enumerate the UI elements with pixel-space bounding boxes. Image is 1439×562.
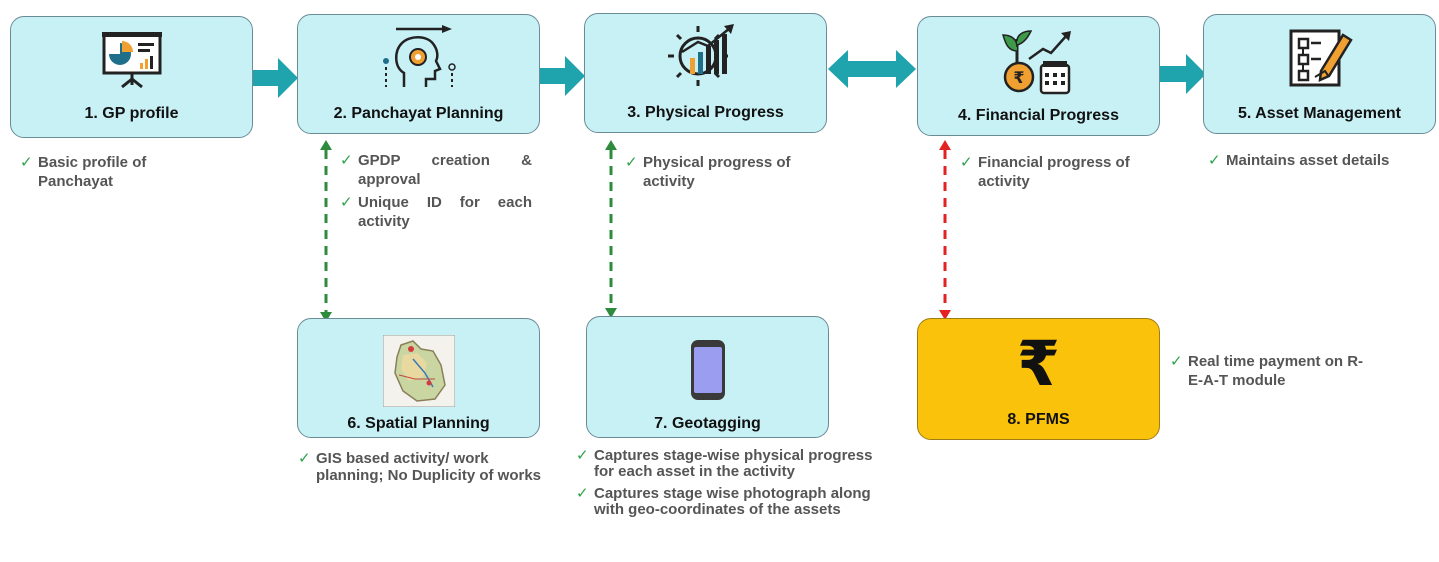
box-label: 1. GP profile bbox=[84, 105, 179, 122]
smartphone-icon bbox=[690, 340, 725, 400]
box-physical-progress: 3. Physical Progress bbox=[584, 13, 827, 133]
checklist-pen-icon bbox=[1289, 29, 1353, 87]
money-growth-icon: ₹ bbox=[1001, 30, 1071, 95]
flow-arrow-1-2 bbox=[252, 58, 298, 98]
link-2-6 bbox=[320, 140, 332, 322]
box-financial-progress: ₹ 4. Financial Progress bbox=[917, 16, 1160, 136]
desc-physical-progress: ✓Physical progress of activity bbox=[625, 154, 791, 190]
box-label: 3. Physical Progress bbox=[627, 104, 784, 121]
box-label: 7. Geotagging bbox=[654, 415, 761, 432]
flow-arrow-3-4 bbox=[828, 50, 916, 88]
checkmark-icon: ✓ bbox=[576, 447, 589, 464]
box-label: 6. Spatial Planning bbox=[347, 415, 490, 432]
flow-arrow-2-3 bbox=[539, 56, 585, 96]
checkmark-icon: ✓ bbox=[298, 450, 311, 467]
box-label: 8. PFMS bbox=[1007, 411, 1070, 428]
svg-text:₹: ₹ bbox=[1013, 68, 1024, 87]
box-gp-profile: 1. GP profile bbox=[10, 16, 253, 138]
gis-map-thumbnail-icon bbox=[382, 335, 455, 407]
desc-asset-management: ✓Maintains asset details bbox=[1208, 152, 1390, 169]
checkmark-icon: ✓ bbox=[625, 154, 638, 171]
rupee-symbol-icon: ₹ bbox=[1016, 327, 1061, 400]
checkmark-icon: ✓ bbox=[20, 154, 33, 171]
desc-geotagging: ✓Captures stage-wise physical progress f… bbox=[576, 447, 873, 518]
box-label: 2. Panchayat Planning bbox=[333, 105, 504, 122]
box-geotagging: 7. Geotagging bbox=[586, 316, 829, 438]
box-asset-management: 5. Asset Management bbox=[1203, 14, 1436, 134]
box-panchayat-planning: 2. Panchayat Planning bbox=[297, 14, 540, 134]
checkmark-icon: ✓ bbox=[1208, 152, 1221, 169]
desc-spatial-planning: ✓GIS based activity/ work planning; No D… bbox=[298, 450, 541, 484]
checkmark-icon: ✓ bbox=[340, 152, 353, 169]
desc-gp-profile: ✓Basic profile of Panchayat bbox=[20, 154, 147, 190]
presentation-chart-icon bbox=[101, 32, 162, 89]
box-label: 4. Financial Progress bbox=[958, 107, 1119, 124]
checkmark-icon: ✓ bbox=[1170, 353, 1183, 370]
checkmark-icon: ✓ bbox=[960, 154, 973, 171]
link-3-7 bbox=[605, 140, 617, 318]
box-pfms: ₹ 8. PFMS bbox=[917, 318, 1160, 440]
head-gear-idea-icon bbox=[382, 25, 456, 87]
link-4-8 bbox=[939, 140, 951, 320]
checkmark-icon: ✓ bbox=[576, 485, 589, 502]
desc-financial-progress: ✓Financial progress of activity bbox=[960, 154, 1130, 190]
checkmark-icon: ✓ bbox=[340, 194, 353, 211]
flow-arrow-4-5 bbox=[1160, 54, 1206, 94]
box-spatial-planning: 6. Spatial Planning bbox=[297, 318, 540, 438]
box-label: 5. Asset Management bbox=[1237, 105, 1401, 122]
desc-panchayat-planning: ✓GPDP creation & approval ✓Unique ID for… bbox=[340, 152, 532, 230]
desc-pfms: ✓Real time payment on R-E-A-T module bbox=[1170, 353, 1364, 389]
gear-growth-chart-icon bbox=[667, 24, 734, 86]
